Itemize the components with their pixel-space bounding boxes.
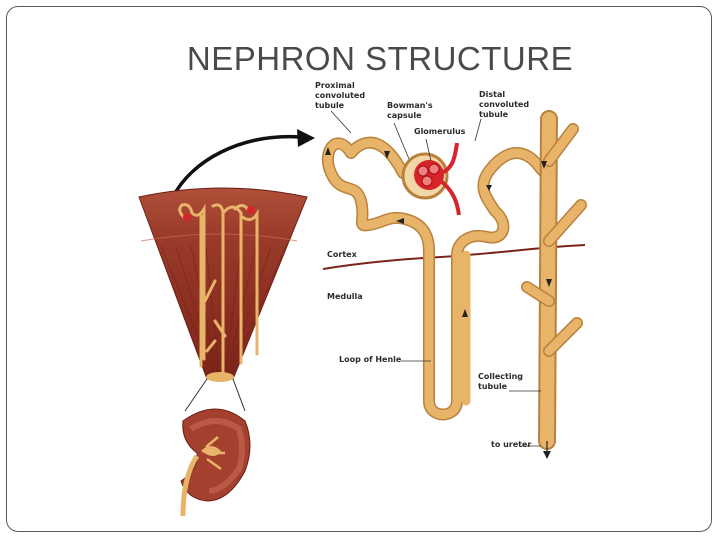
label-collecting: Collecting tubule [478,372,526,391]
curved-arrow-icon [171,134,302,198]
nephron-tubule [328,110,587,450]
label-medulla: Medulla [327,292,363,301]
label-loop-of-henle: Loop of Henle [339,355,402,364]
slide-title: NEPHRON STRUCTURE [186,40,574,77]
label-distal: Distal convoluted tubule [479,90,532,119]
flow-arrow-icon [325,147,552,459]
label-cortex: Cortex [327,250,358,259]
label-to-ureter: to ureter [491,440,531,449]
nephron-diagram: Proximal convoluted tubule Bowman's caps… [138,81,587,517]
leader-lines [330,110,541,447]
kidney-wedge [138,187,308,382]
curved-arrow-head [297,129,315,147]
slide-frame: NEPHRON STRUCTURE [6,6,712,532]
label-proximal: Proximal convoluted tubule [315,81,368,110]
label-glomerulus: Glomerulus [414,127,466,136]
label-bowmans: Bowman's capsule [387,101,435,120]
kidney-icon [180,408,251,517]
glomerulus-icon [401,142,461,216]
